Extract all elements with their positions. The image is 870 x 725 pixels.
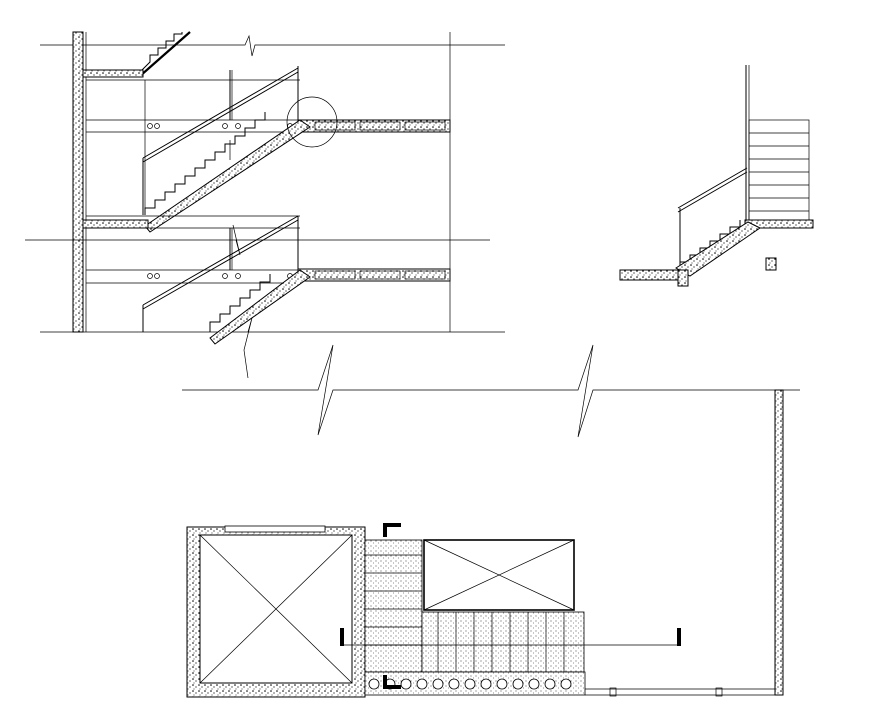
detail-marker [765,257,777,271]
staircase-detail [619,65,814,287]
detail-riser-block [748,119,810,221]
stair-steps-flight-1 [144,112,266,215]
baluster-posts [368,678,572,690]
lift-door-opening [224,525,326,533]
bolt-fixings [147,123,300,129]
stair-stringer-1 [144,119,311,233]
section-marker-right [677,628,681,646]
break-line-top [40,34,505,57]
left-wall [72,31,84,333]
plan-landing-area [364,539,423,673]
section-marker-left [340,628,344,646]
stair-steps-flight-2 [209,274,271,332]
stair-steps-upper [139,32,183,73]
handrail-lower [142,215,299,310]
detail-callout-circle [286,96,338,148]
plan-right-wall [774,389,784,696]
break-line-middle [182,344,800,438]
staircase-plan [186,389,784,698]
break-line-bottom [243,317,253,379]
handrail-upper [142,67,299,163]
staircase-section [25,31,505,379]
section-marker-bottom [383,685,401,689]
section-marker-top [383,523,401,527]
landing-slab-upper [82,69,144,78]
plan-stair-treads [421,611,585,673]
stair-stringer-2 [209,269,311,345]
landing-slab-lower [82,219,149,229]
detail-handrail [677,167,748,213]
